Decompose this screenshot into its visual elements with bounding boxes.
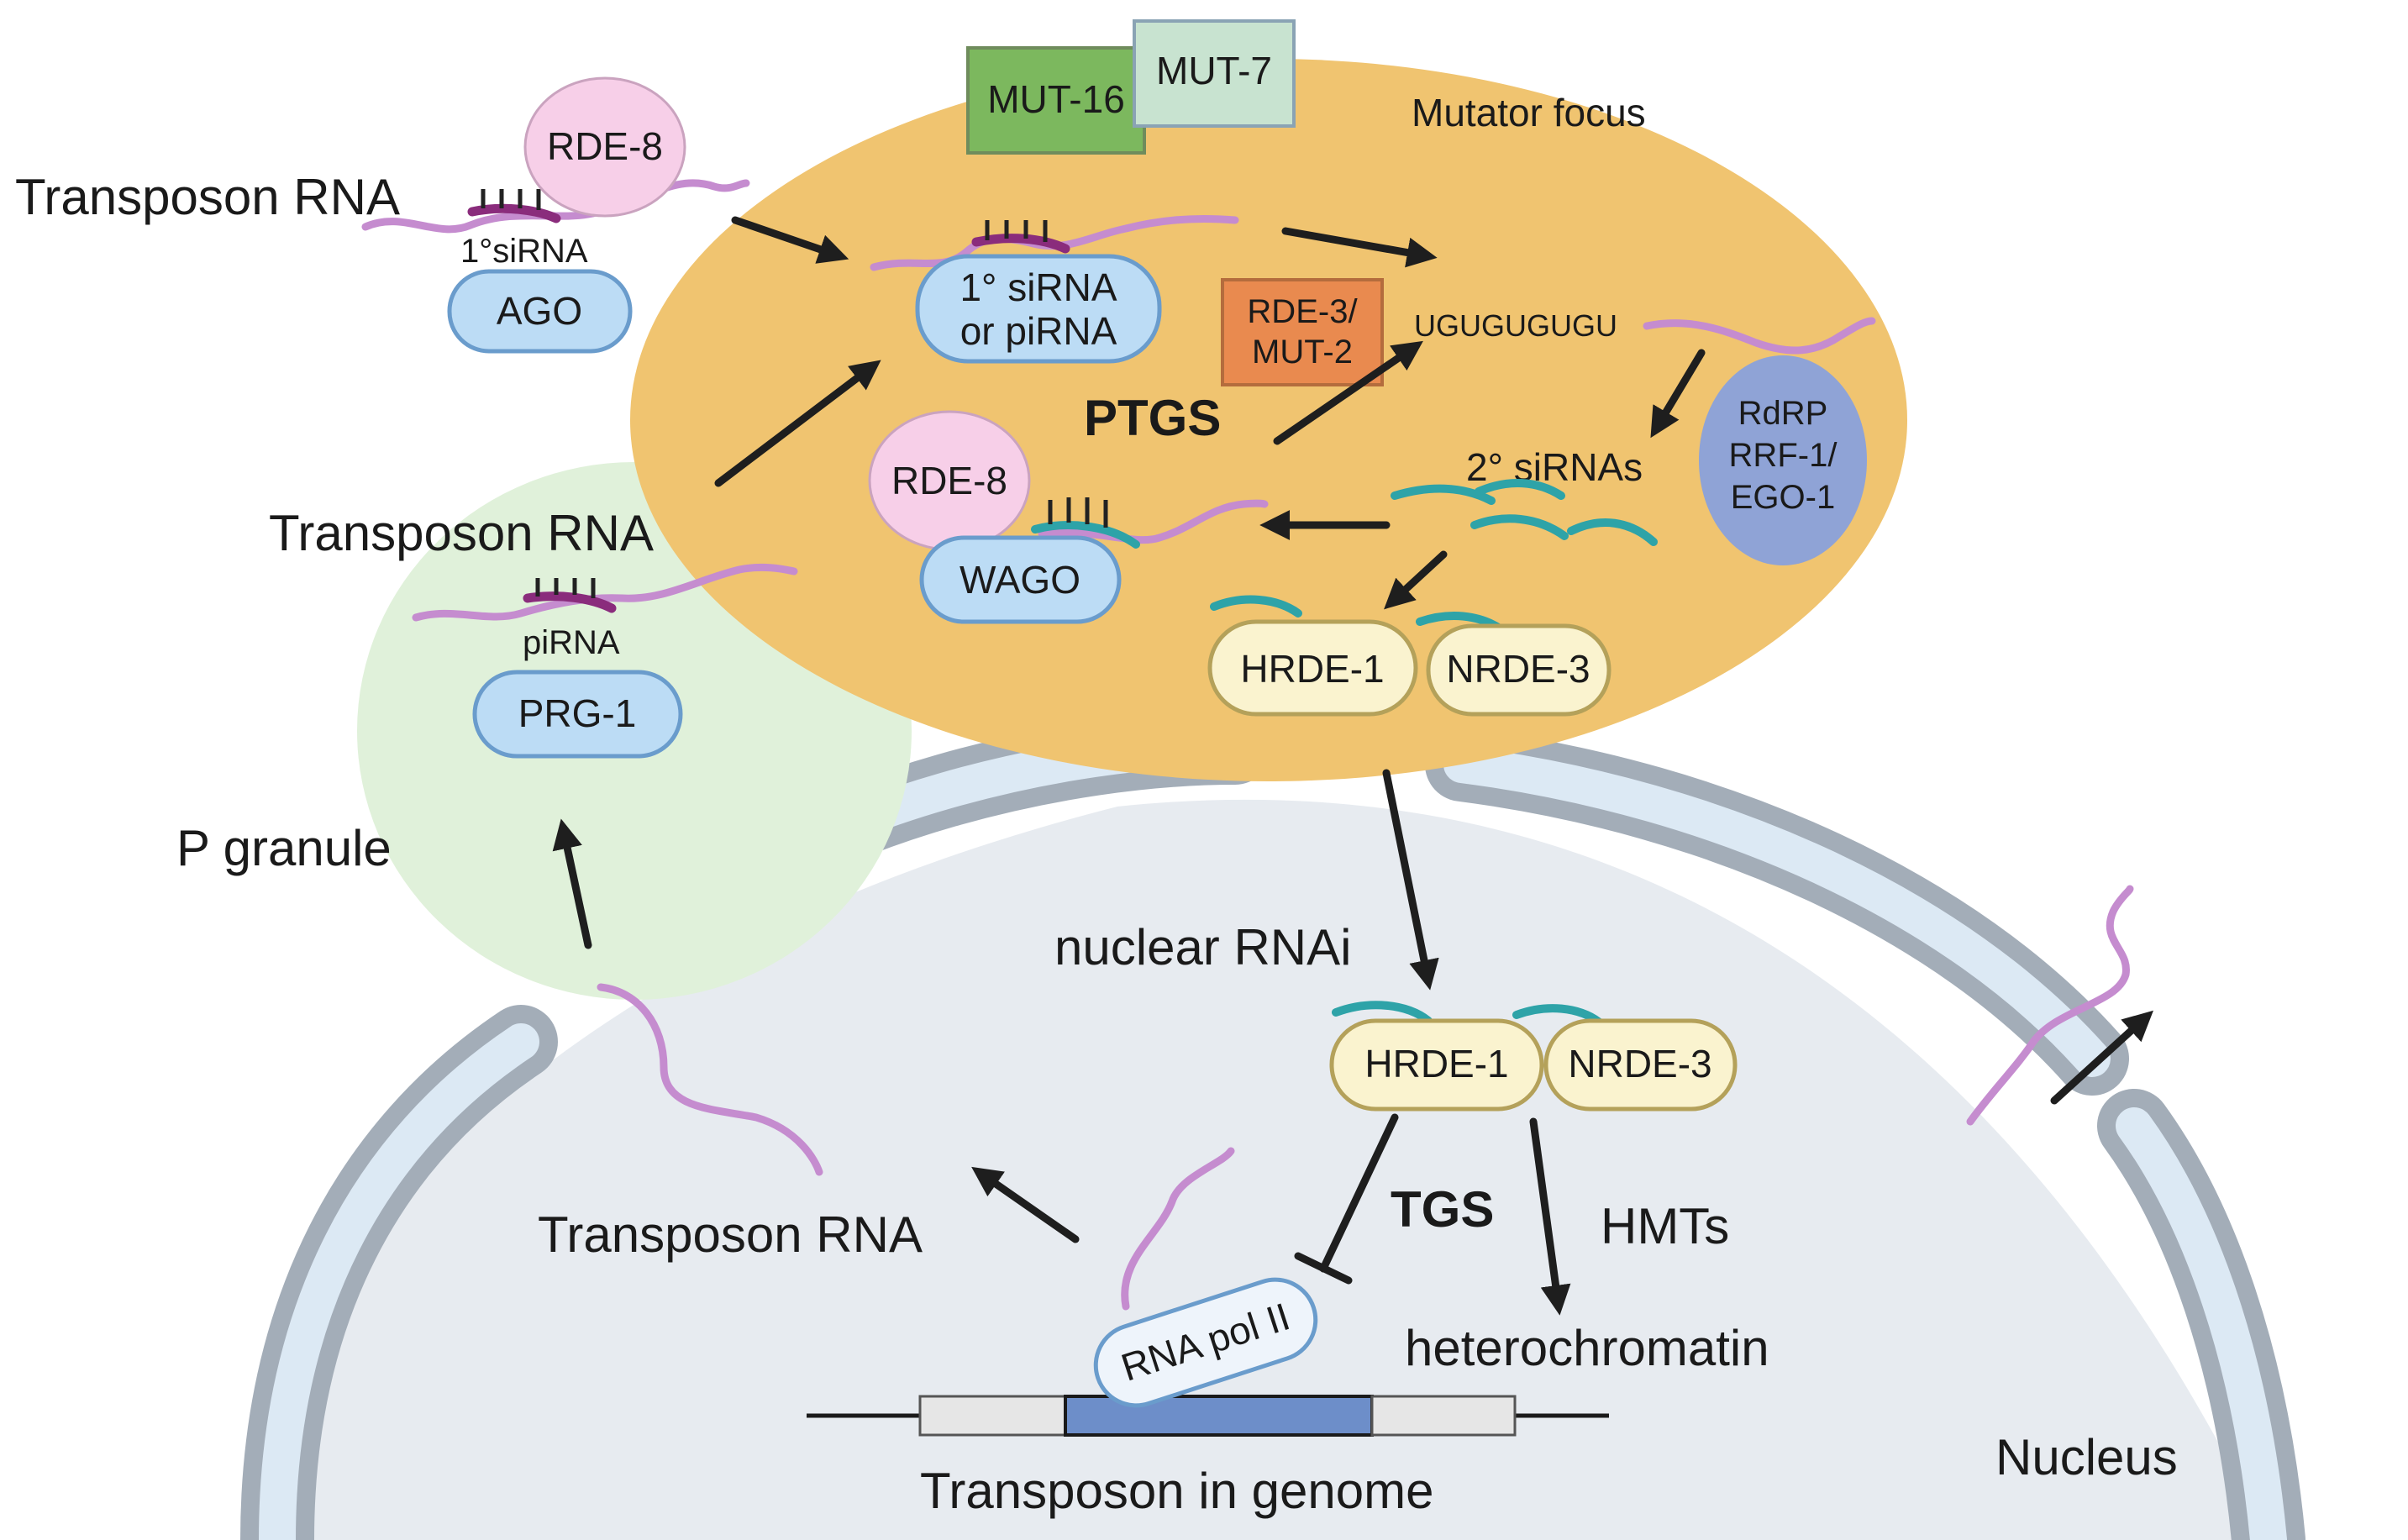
heterochromatin-label: heterochromatin — [1405, 1320, 1769, 1376]
base-pairing-ticks — [481, 189, 541, 210]
sirna-pirna-complex — [915, 254, 1162, 364]
ptgs-label: PTGS — [1084, 390, 1221, 446]
sirna-pirna-line1: 1° siRNA — [960, 265, 1117, 309]
transposon-genome-locus — [807, 1395, 1609, 1437]
hrde1-top-label: HRDE-1 — [1240, 647, 1384, 691]
ugugu-tail-label: UGUGUGUGU — [1414, 308, 1617, 343]
base-pairing-ticks-wago — [1048, 497, 1108, 528]
wago-label: WAGO — [960, 558, 1080, 602]
prg1-protein — [472, 670, 683, 759]
nascent-transposon-rna — [1121, 1147, 1235, 1311]
hrde1-nucleus — [1329, 1018, 1544, 1112]
base-pairing-ticks-mutator — [985, 220, 1048, 242]
rde8-mid-label: RDE-8 — [891, 459, 1007, 502]
rde3-label-line2: MUT-2 — [1252, 334, 1353, 371]
transposon-rna-pgranule — [412, 563, 798, 622]
mut7-label: MUT-7 — [1156, 49, 1272, 92]
rdrp-protein — [1699, 355, 1867, 565]
nrde3-nucleus — [1543, 1018, 1738, 1112]
rdrp-label-line2: RRF-1/ — [1729, 437, 1838, 474]
transposon-rna-label-pgranule: Transposon RNA — [269, 505, 654, 561]
ago-label: AGO — [497, 289, 582, 333]
pathway-arrows — [552, 216, 2153, 1316]
ago-protein — [447, 269, 633, 354]
rde8-top — [523, 76, 686, 218]
flank-right — [1370, 1395, 1517, 1437]
pirna-label: piRNA — [523, 624, 620, 661]
secondary-sirna-hrde1-nuc — [1332, 1001, 1433, 1025]
rde3-label-line1: RDE-3/ — [1247, 293, 1358, 330]
pup-tailed-rna — [1643, 317, 1876, 355]
hrde1-nuc-label: HRDE-1 — [1364, 1042, 1508, 1085]
transposon-gene-body — [1064, 1395, 1374, 1437]
prg1-label: PRG-1 — [518, 691, 637, 735]
nucleus-label: Nucleus — [1995, 1429, 2178, 1485]
transposon-rna-label-nucleus: Transposon RNA — [538, 1206, 923, 1263]
nuclear-rnai-label: nuclear RNAi — [1054, 919, 1351, 975]
rdrp-label-line1: RdRP — [1738, 395, 1828, 432]
pirna-strand — [523, 591, 617, 613]
rde3-mut2-box — [1221, 278, 1384, 386]
transposon-genome-label: Transposon in genome — [920, 1463, 1433, 1519]
nrde3-top-label: NRDE-3 — [1446, 647, 1590, 691]
rde8-top-label: RDE-8 — [547, 124, 663, 168]
rdrp-label-line3: EGO-1 — [1731, 479, 1835, 516]
transposon-rna-wago — [1038, 499, 1269, 544]
tgs-inhibition-bar — [1294, 1252, 1353, 1285]
wago-protein — [919, 535, 1122, 624]
mut7-box — [1133, 19, 1296, 128]
mut16-box — [966, 46, 1146, 155]
mut16-label: MUT-16 — [987, 77, 1125, 121]
nrde3-top — [1426, 623, 1611, 717]
exported-rna-left — [597, 983, 823, 1176]
secondary-sirna-wago — [1031, 521, 1140, 549]
transposon-rna-strand-top — [361, 179, 750, 234]
nucleus-interior — [252, 799, 2269, 1540]
hrde1-top — [1207, 619, 1418, 717]
exported-rna-right — [1966, 885, 2134, 1126]
secondary-sirna-hrde1-top — [1210, 595, 1302, 618]
secondary-sirnas — [1391, 478, 1658, 546]
secondary-sirna-nrde3-nuc — [1512, 1004, 1605, 1028]
flank-left — [918, 1395, 1069, 1437]
primary-sirna-strand — [467, 203, 561, 223]
tgs-label: TGS — [1391, 1181, 1494, 1238]
mutator-focus-label: Mutator focus — [1412, 91, 1646, 134]
base-pairing-ticks-pgranule — [535, 578, 596, 598]
p-granule-label: P granule — [176, 820, 392, 876]
hmts-label: HMTs — [1601, 1198, 1729, 1254]
primary-sirna-label: 1°siRNA — [460, 233, 588, 270]
nrde3-nuc-label: NRDE-3 — [1568, 1042, 1711, 1085]
tgs-inhibition-line — [1319, 1113, 1399, 1273]
transposon-rna-label-top: Transposon RNA — [15, 169, 400, 225]
sirna-pirna-line2: or piRNA — [960, 309, 1117, 353]
